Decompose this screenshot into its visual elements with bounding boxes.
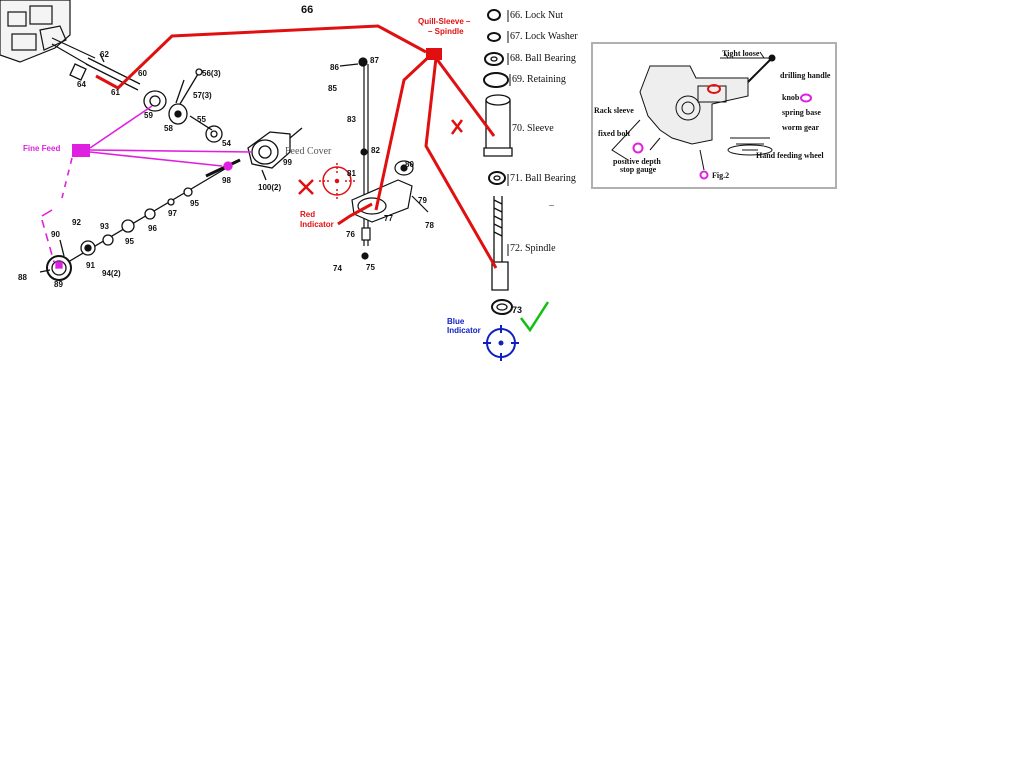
- feed-cover-part: [247, 127, 303, 181]
- part-93-label: 93: [100, 222, 109, 231]
- part-71-label: 71. Ball Bearing: [510, 173, 576, 184]
- part-99-label: 99: [283, 158, 292, 167]
- part-69-label: 69. Retaining: [512, 74, 566, 85]
- quill-sleeve-marker: [426, 48, 442, 60]
- part-98-label: 98: [222, 176, 231, 185]
- part-86-label: 86: [330, 63, 339, 72]
- part-56-label: 56(3): [202, 69, 221, 78]
- blue-indicator-label: Blue: [447, 317, 465, 326]
- green-check-icon: [520, 301, 550, 333]
- part-96-label: 96: [148, 224, 157, 233]
- part-54-label: 54: [222, 139, 231, 148]
- red-indicator-icon: [319, 163, 355, 199]
- knob-magenta-marker: [800, 93, 812, 103]
- fig-magenta-marker: [699, 170, 709, 180]
- spindle-label: – Spindle: [428, 27, 464, 36]
- part-100-label: 100(2): [258, 183, 281, 192]
- part-92-label: 92: [72, 218, 81, 227]
- top-number-label: 66: [301, 4, 313, 16]
- part-89-label: 89: [54, 280, 63, 289]
- part-79-label: 79: [418, 196, 427, 205]
- part-88-label: 88: [18, 273, 27, 282]
- part-68-label: 68. Ball Bearing: [510, 53, 576, 64]
- red-indicator-label-2: Indicator: [300, 220, 334, 229]
- part-55-label: 55: [197, 115, 206, 124]
- inset-fig-label: Fig.2: [712, 171, 729, 180]
- part-97-label: 97: [168, 209, 177, 218]
- part-95a-label: 95: [190, 199, 199, 208]
- part-67-label: 67. Lock Washer: [510, 31, 578, 42]
- part-83-label: 83: [347, 115, 356, 124]
- part-64-label: 64: [77, 80, 86, 89]
- knob-red-marker: [707, 84, 721, 94]
- part-70-label: 70. Sleeve: [512, 123, 554, 134]
- part-82-label: 82: [371, 146, 380, 155]
- inset-drilling-handle: drilling handle: [780, 71, 831, 80]
- part-74-label: 74: [333, 264, 342, 273]
- gear-parts: [143, 68, 223, 143]
- stop-gauge-magenta-marker: [632, 142, 644, 154]
- red-connection-lines: [95, 24, 498, 269]
- inset-figure: Tight loose drilling handle knob Rack sl…: [591, 42, 837, 189]
- part-90-label: 90: [51, 230, 60, 239]
- part-87-label: 87: [370, 56, 379, 65]
- part-94-label: 94(2): [102, 269, 121, 278]
- inset-spring-base: spring base: [782, 108, 821, 117]
- feed-cover-label: Feed Cover: [285, 146, 332, 157]
- fine-feed-label: Fine Feed: [23, 144, 60, 153]
- part-80-label: 80: [405, 160, 414, 169]
- part-91-label: 91: [86, 261, 95, 270]
- fine-feed-shaft: [39, 158, 241, 281]
- inset-hand-feeding-wheel: Hand feeding wheel: [756, 151, 824, 160]
- inset-stop-gauge: stop gauge: [620, 165, 657, 174]
- part-61-label: 61: [111, 88, 120, 97]
- inset-rack-sleeve: Rack sleeve: [594, 106, 634, 115]
- blue-indicator-label-2: Indicator: [447, 326, 481, 335]
- part-76-label: 76: [346, 230, 355, 239]
- part-62-label: 62: [100, 50, 109, 59]
- rack-assembly: [339, 57, 429, 260]
- part-72-label: 72. Spindle: [510, 243, 556, 254]
- part-75-label: 75: [366, 263, 375, 272]
- part-57-label: 57(3): [193, 91, 212, 100]
- inset-tight-loose: Tight loose: [722, 49, 760, 58]
- inset-positive-depth: positive depth: [613, 157, 661, 166]
- red-x-mark-1: [450, 119, 464, 135]
- red-x-mark-2: [298, 179, 314, 195]
- part-78-label: 78: [425, 221, 434, 230]
- inset-knob: knob: [782, 93, 800, 102]
- part-58-label: 58: [164, 124, 173, 133]
- part-95b-label: 95: [125, 237, 134, 246]
- spindle-stack: [483, 9, 513, 315]
- part-77-label: 77: [384, 214, 393, 223]
- red-indicator-label: Red: [300, 210, 315, 219]
- part-59-label: 59: [144, 111, 153, 120]
- part-81-label: 81: [347, 169, 356, 178]
- inset-fixed-bolt: fixed bolt: [598, 129, 631, 138]
- shaft-assembly: [69, 53, 141, 91]
- head-casting: [0, 0, 96, 67]
- part-73-label: 73: [512, 305, 522, 315]
- part-85-label: 85: [328, 84, 337, 93]
- fine-feed-marker: [72, 144, 90, 157]
- inset-worm-gear: worm gear: [782, 123, 820, 132]
- blue-indicator-icon: [483, 325, 519, 361]
- dash-mark: –: [548, 200, 555, 211]
- part-60-label: 60: [138, 69, 147, 78]
- magenta-connection-lines: [41, 105, 253, 263]
- quill-sleeve-label: Quill-Sleeve –: [418, 17, 471, 26]
- part-66-label: 66. Lock Nut: [510, 10, 563, 21]
